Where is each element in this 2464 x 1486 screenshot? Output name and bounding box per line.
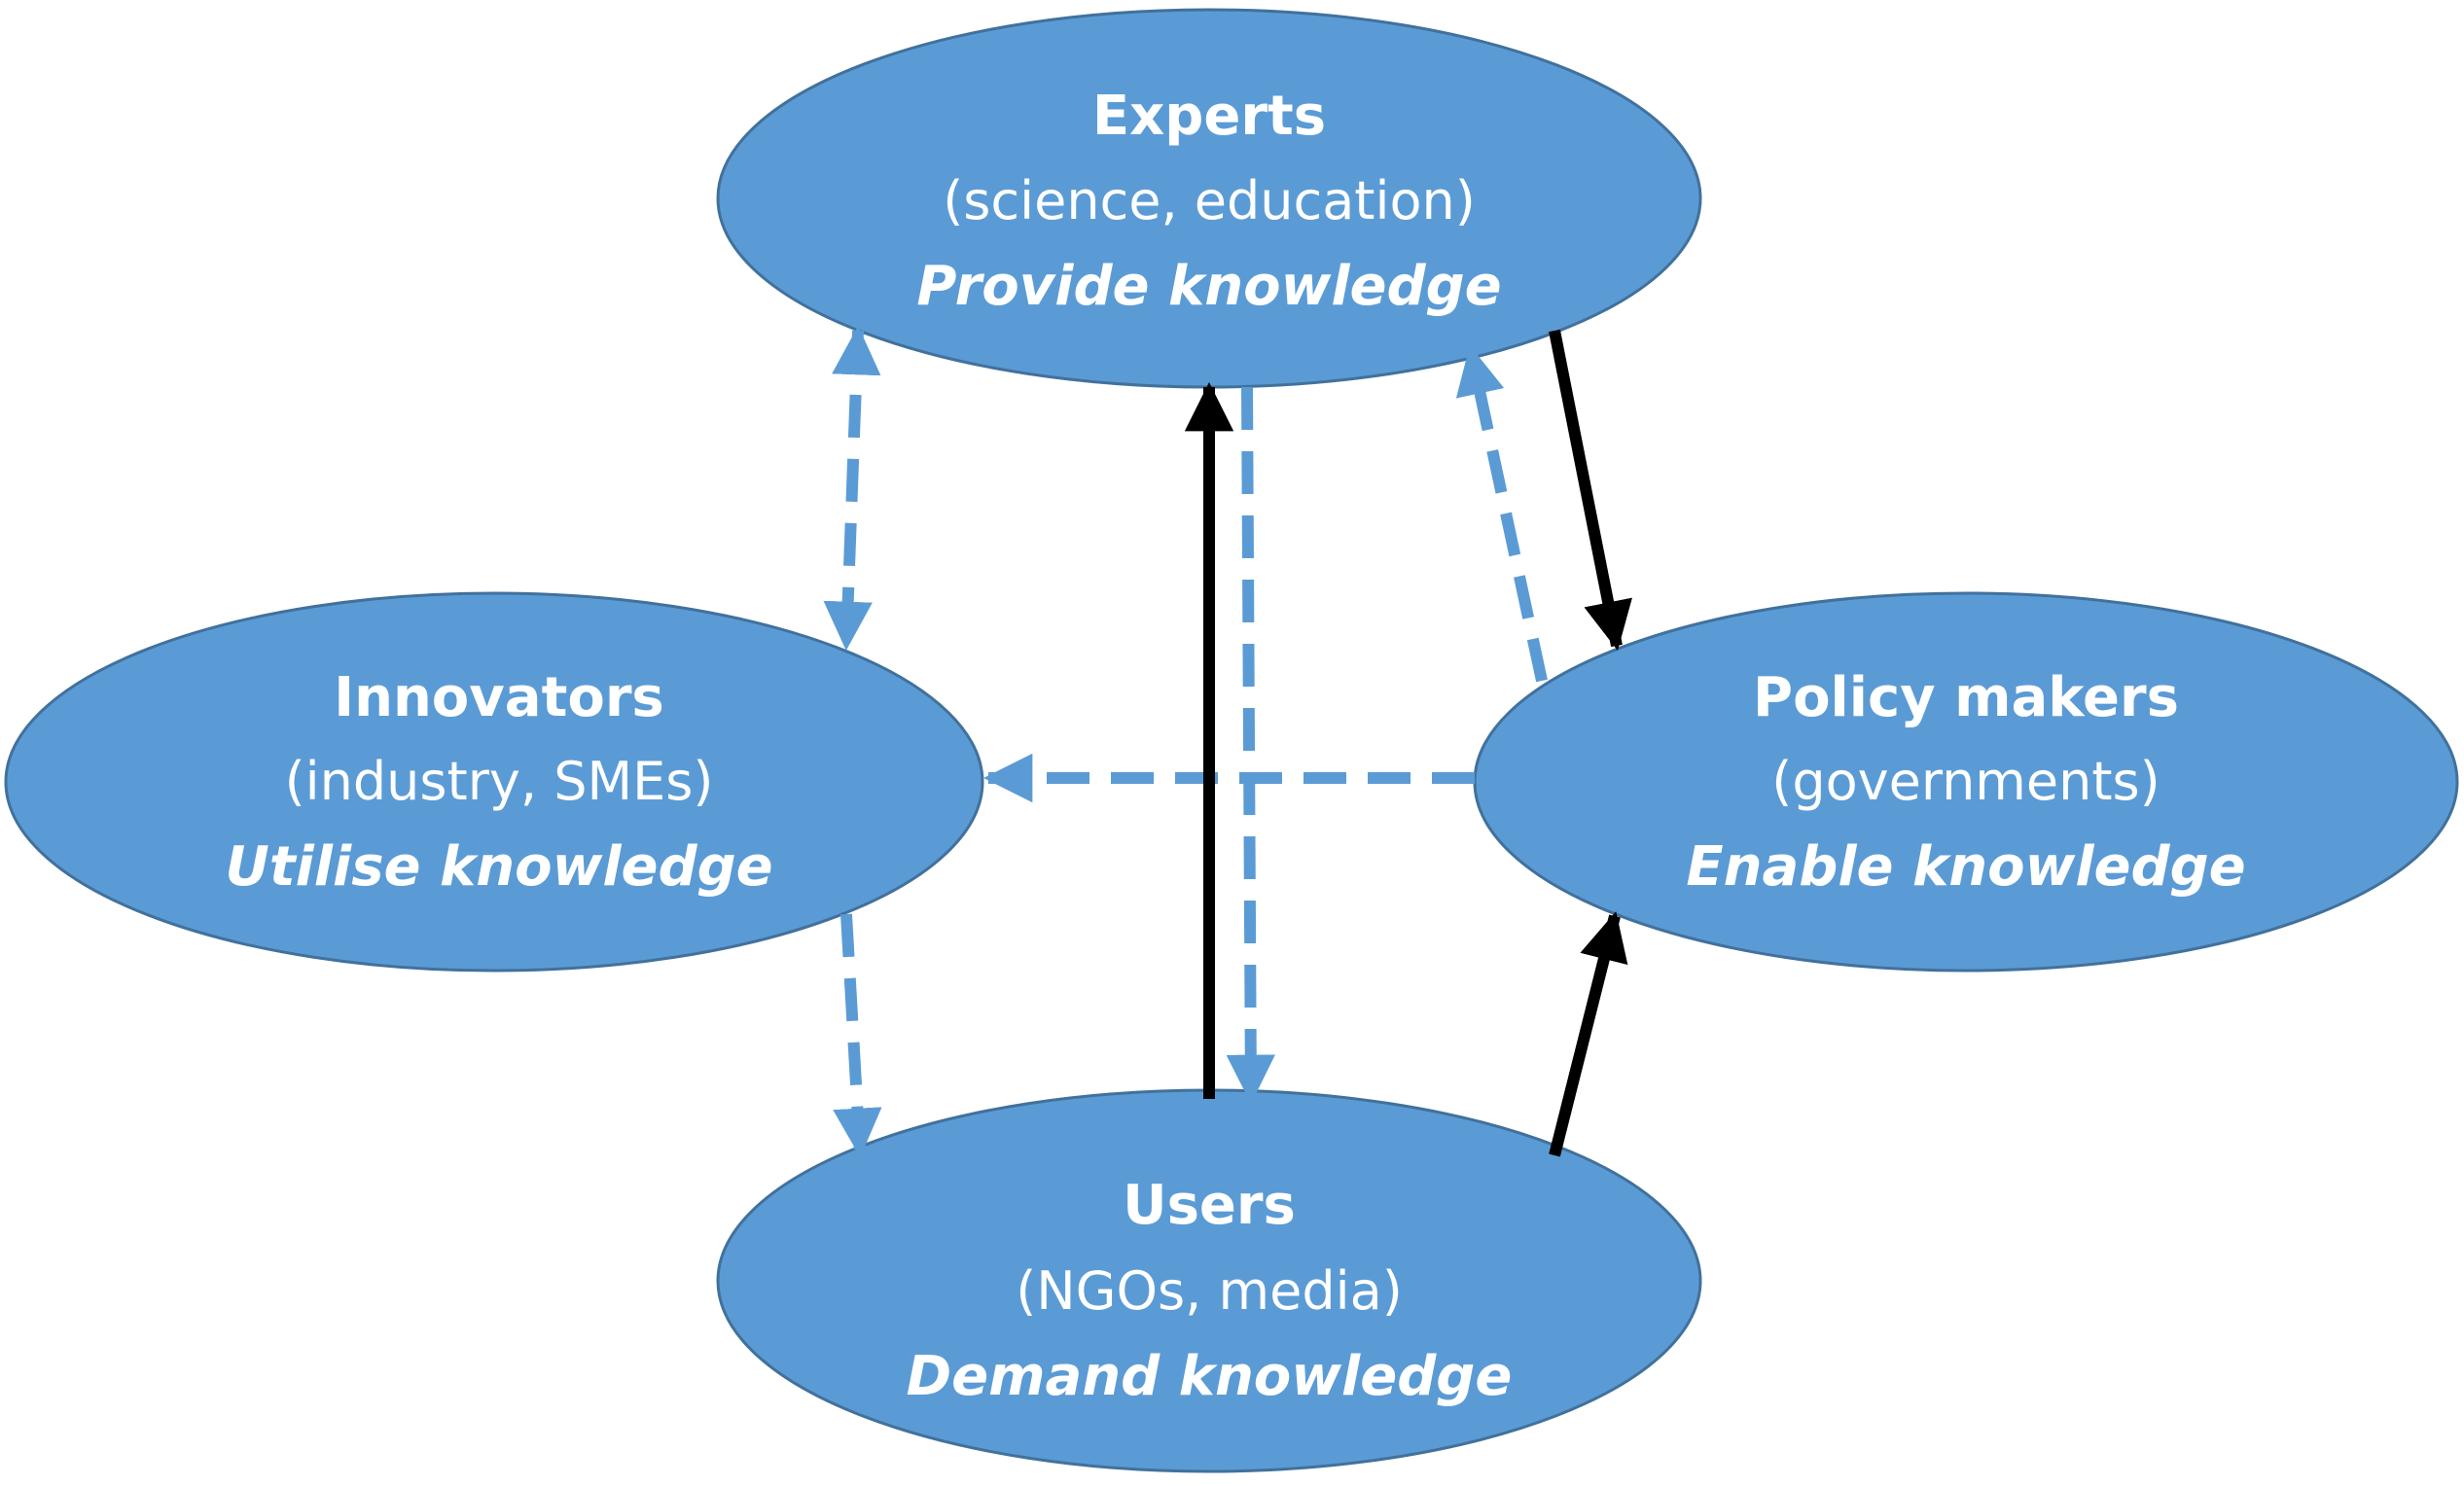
policy-makers-text: Policy makers (governments) Enable knowl… — [1686, 666, 2245, 899]
node-innovators — [4, 591, 984, 973]
innovators-role: Utilise knowledge — [225, 835, 772, 899]
arrow-experts-policy-makers — [1549, 329, 1632, 651]
arrow-experts-users — [1226, 386, 1275, 1105]
arrow-experts-innovators — [823, 325, 881, 652]
experts-role: Provide knowledge — [916, 255, 1501, 318]
policy-makers-subtitle: (governments) — [1771, 751, 2160, 812]
arrows — [823, 325, 1632, 1158]
policy-makers-role: Enable knowledge — [1686, 835, 2245, 899]
arrow-innovators-users — [833, 913, 882, 1158]
innovators-subtitle: (industry, SMEs) — [285, 751, 714, 812]
users-subtitle: (NGOs, media) — [1016, 1260, 1403, 1322]
users-text: Users (NGOs, media) Demand knowledge — [907, 1174, 1513, 1408]
innovators-text: Innovators (industry, SMEs) Utilise know… — [225, 666, 772, 899]
experts-title: Experts — [1092, 85, 1326, 148]
arrow-users-policy-makers — [1549, 911, 1628, 1157]
arrow-policy-makers-experts — [1455, 345, 1548, 683]
users-role: Demand knowledge — [907, 1345, 1513, 1408]
experts-subtitle: (science, education) — [943, 170, 1476, 231]
experts-text: Experts (science, education) Provide kno… — [916, 85, 1501, 318]
policy-makers-title: Policy makers — [1753, 666, 2179, 729]
innovators-ellipse — [4, 591, 984, 973]
users-title: Users — [1123, 1174, 1296, 1237]
innovators-title: Innovators — [334, 666, 664, 729]
